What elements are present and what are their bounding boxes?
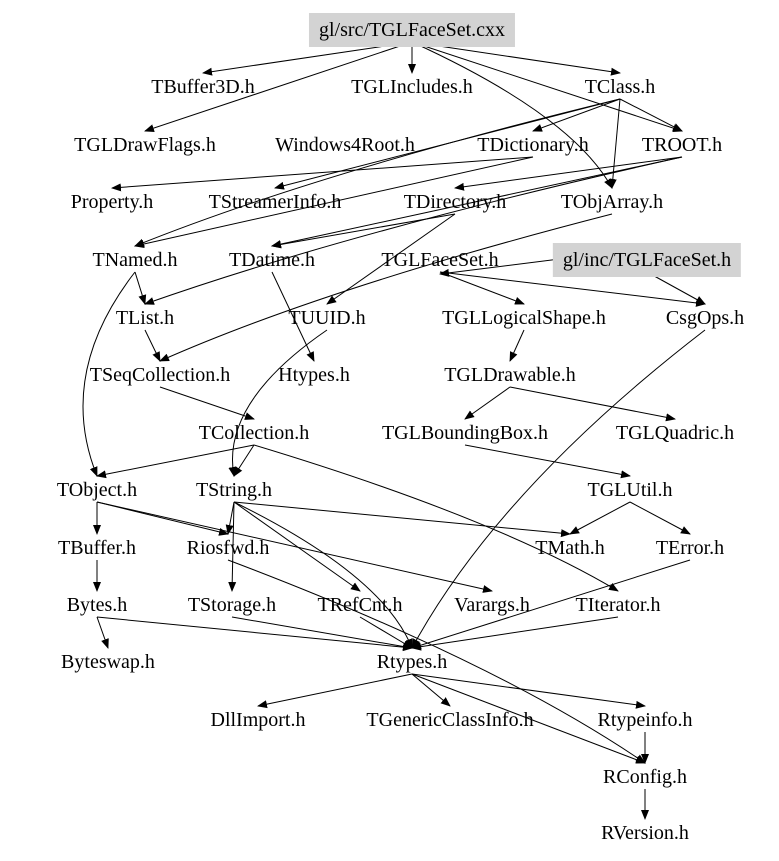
edge-tstring-to-tstorage <box>228 501 237 592</box>
node-cxx[interactable]: gl/src/TGLFaceSet.cxx <box>308 13 516 47</box>
node-bytes[interactable]: Bytes.h <box>66 594 128 616</box>
node-titerator[interactable]: TIterator.h <box>575 594 661 616</box>
edge-tglfaceset-to-csgops <box>439 271 706 307</box>
edge-rtypes-to-tgenericclassinfo <box>411 673 451 707</box>
edge-tclass-to-troot <box>619 98 683 132</box>
node-tgldrawable[interactable]: TGLDrawable.h <box>444 364 576 386</box>
edge-tdictionary-to-tnamed <box>134 156 534 248</box>
edge-tcollection-to-tstring <box>233 444 255 477</box>
node-windows4root[interactable]: Windows4Root.h <box>275 134 415 156</box>
node-tglfaceset[interactable]: TGLFaceSet.h <box>381 249 499 271</box>
node-tdirectory[interactable]: TDirectory.h <box>403 191 507 213</box>
edge-tuuid-to-tstring <box>228 329 328 477</box>
node-rversion[interactable]: RVersion.h <box>601 822 689 844</box>
node-tglboundingbox[interactable]: TGLBoundingBox.h <box>381 422 549 444</box>
edge-tgldrawable-to-tglquadric <box>509 386 676 422</box>
node-rtypeinfo[interactable]: Rtypeinfo.h <box>597 709 693 731</box>
node-riosfwd[interactable]: Riosfwd.h <box>186 537 270 559</box>
node-property[interactable]: Property.h <box>70 191 154 213</box>
node-varargs[interactable]: Varargs.h <box>454 594 530 616</box>
edge-troot-to-tlist <box>144 156 683 305</box>
node-tobjarray[interactable]: TObjArray.h <box>560 191 664 213</box>
edge-tstring-to-tmath <box>233 501 571 538</box>
node-inctglfaceset[interactable]: gl/inc/TGLFaceSet.h <box>552 243 742 277</box>
node-tdatime[interactable]: TDatime.h <box>228 249 316 271</box>
edge-cxx-to-troot <box>411 41 683 132</box>
edge-titerator-to-rtypes <box>411 616 619 651</box>
edge-tclass-to-tobjarray <box>608 98 621 189</box>
node-tstreamerinfo[interactable]: TStreamerInfo.h <box>208 191 342 213</box>
node-trefcnt[interactable]: TRefCnt.h <box>317 594 403 616</box>
edge-tnamed-to-tobject <box>82 271 136 477</box>
node-tnamed[interactable]: TNamed.h <box>92 249 178 271</box>
edge-tgldrawable-to-tglboundingbox <box>464 386 511 420</box>
node-tlist[interactable]: TList.h <box>115 307 175 329</box>
node-rconfig[interactable]: RConfig.h <box>603 766 687 788</box>
edge-tstorage-to-rtypes <box>231 616 413 651</box>
edge-tclass-to-tdictionary <box>532 98 621 132</box>
node-tgllogicalshape[interactable]: TGLLogicalShape.h <box>442 307 606 329</box>
edge-terror-to-rtypes <box>411 559 691 650</box>
edge-tdirectory-to-tuuid <box>326 213 456 305</box>
edge-troot-to-tdatime <box>271 156 683 248</box>
node-tgldrawflags[interactable]: TGLDrawFlags.h <box>74 134 216 156</box>
edge-rtypes-to-rtypeinfo <box>411 673 646 709</box>
edge-tglutil-to-terror <box>629 501 691 535</box>
node-tglquadric[interactable]: TGLQuadric.h <box>615 422 735 444</box>
node-tbuffer3d[interactable]: TBuffer3D.h <box>151 76 255 98</box>
node-dllimport[interactable]: DllImport.h <box>210 709 306 731</box>
node-tcollection[interactable]: TCollection.h <box>198 422 310 444</box>
node-tseqcollection[interactable]: TSeqCollection.h <box>89 364 231 386</box>
edge-tnamed-to-tlist <box>134 271 147 305</box>
edge-tseqcollection-to-tcollection <box>159 386 255 420</box>
node-rtypes[interactable]: Rtypes.h <box>376 651 448 673</box>
node-tdictionary[interactable]: TDictionary.h <box>477 134 589 156</box>
edge-bytes-to-rtypes <box>96 616 413 652</box>
edge-csgops-to-rtypes <box>411 329 706 649</box>
edge-tobject-to-varargs <box>96 501 493 593</box>
edge-trefcnt-to-rtypes <box>359 616 413 649</box>
edge-cxx-to-tgldrawflags <box>144 41 413 132</box>
edge-tclass-to-tnamed <box>134 98 621 247</box>
edge-rtypes-to-dllimport <box>257 673 413 709</box>
node-htypes[interactable]: Htypes.h <box>278 364 350 386</box>
edge-riosfwd-to-rconfig <box>227 559 646 764</box>
edge-tdirectory-to-tdatime <box>271 213 456 249</box>
node-tglutil[interactable]: TGLUtil.h <box>587 479 673 501</box>
node-tbuffer[interactable]: TBuffer.h <box>58 537 136 559</box>
edge-tglutil-to-tmath <box>569 501 631 535</box>
node-tgenericclassinfo[interactable]: TGenericClassInfo.h <box>366 709 534 731</box>
node-tobject[interactable]: TObject.h <box>56 479 138 501</box>
edge-tglfaceset-to-tgllogicalshape <box>439 271 525 305</box>
edge-rtypes-to-rconfig <box>411 673 646 764</box>
edge-tdatime-to-htypes <box>271 271 315 362</box>
edge-bytes-to-byteswap <box>96 616 109 649</box>
edge-tdictionary-to-property <box>111 156 534 192</box>
edge-tlist-to-tseqcollection <box>144 329 161 362</box>
node-tstring[interactable]: TString.h <box>195 479 273 501</box>
node-tuuid[interactable]: TUUID.h <box>288 307 366 329</box>
node-terror[interactable]: TError.h <box>655 537 725 559</box>
edge-tstring-to-trefcnt <box>233 501 361 592</box>
edge-tstring-to-rtypes <box>233 501 413 649</box>
node-tclass[interactable]: TClass.h <box>584 76 656 98</box>
node-csgops[interactable]: CsgOps.h <box>665 307 745 329</box>
edge-tglboundingbox-to-tglutil <box>464 444 631 479</box>
node-tglincludes[interactable]: TGLIncludes.h <box>351 76 473 98</box>
node-tstorage[interactable]: TStorage.h <box>187 594 277 616</box>
node-troot[interactable]: TROOT.h <box>641 134 723 156</box>
node-tmath[interactable]: TMath.h <box>535 537 605 559</box>
edge-troot-to-tdirectory <box>454 156 683 191</box>
edge-tcollection-to-tobject <box>96 444 255 479</box>
edge-tcollection-to-titerator <box>253 444 619 592</box>
edge-tobjarray-to-tseqcollection <box>159 213 613 362</box>
edge-cxx-to-tobjarray <box>411 41 613 189</box>
edge-tgllogicalshape-to-tgldrawable <box>509 329 525 362</box>
node-byteswap[interactable]: Byteswap.h <box>61 651 155 673</box>
